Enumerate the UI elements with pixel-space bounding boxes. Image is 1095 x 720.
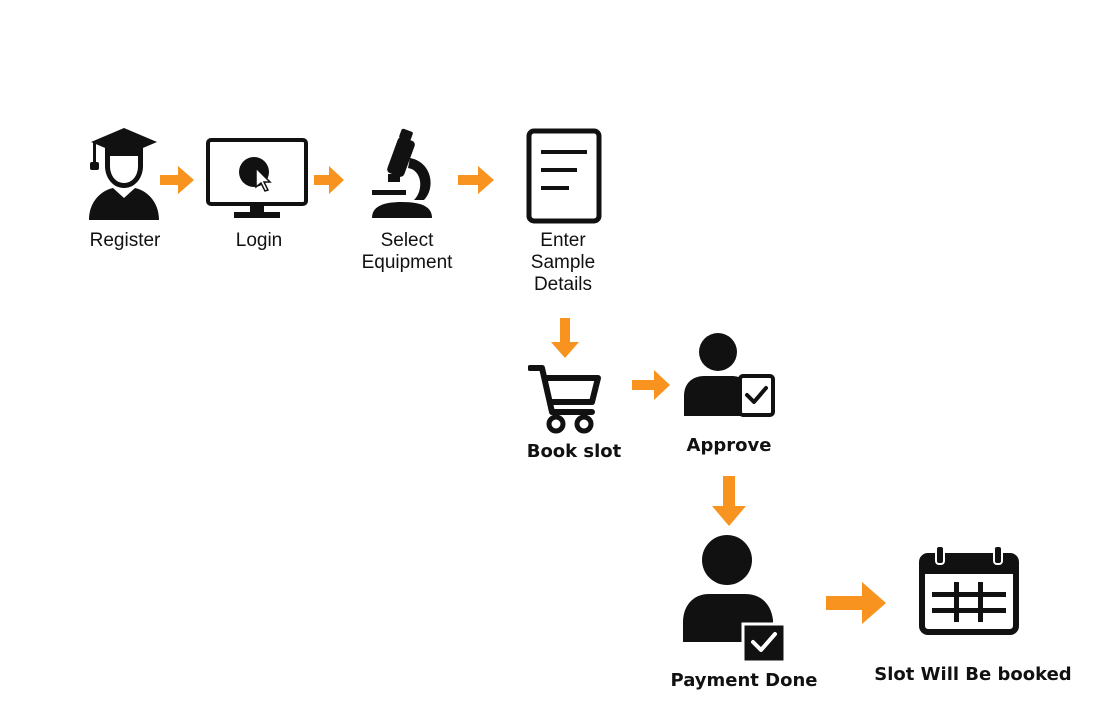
step-login-label: Login bbox=[235, 230, 283, 251]
microscope-icon bbox=[372, 128, 432, 218]
step-approve-label: Approve bbox=[686, 435, 772, 456]
step-enter-sample-details-label: Enter Sample Details bbox=[508, 230, 618, 296]
graduate-student-icon bbox=[89, 128, 159, 220]
arrow-right-icon bbox=[314, 166, 344, 194]
arrow-right-icon bbox=[826, 582, 886, 624]
user-approve-icon bbox=[684, 333, 775, 417]
step-payment-done-label: Payment Done bbox=[670, 670, 818, 691]
arrow-right-icon bbox=[160, 166, 194, 194]
document-icon bbox=[526, 128, 602, 224]
arrow-right-icon bbox=[632, 370, 670, 400]
step-slot-booked-label: Slot Will Be booked bbox=[874, 664, 1072, 685]
label-line: Sample bbox=[530, 251, 596, 273]
label-line: Details bbox=[533, 273, 593, 295]
step-register-label: Register bbox=[89, 230, 161, 251]
label-line: Enter bbox=[540, 230, 586, 251]
arrow-down-icon bbox=[712, 476, 746, 526]
monitor-login-icon bbox=[206, 138, 308, 218]
step-select-equipment-label: Select Equipment bbox=[348, 230, 466, 274]
step-book-slot-label: Book slot bbox=[526, 441, 622, 462]
user-checked-icon bbox=[683, 535, 787, 664]
label-line: Select bbox=[380, 230, 434, 251]
arrow-right-icon bbox=[458, 166, 494, 194]
calendar-icon bbox=[919, 545, 1019, 635]
arrow-down-icon bbox=[551, 318, 579, 358]
shopping-cart-icon bbox=[528, 365, 601, 434]
label-line: Equipment bbox=[361, 251, 453, 273]
